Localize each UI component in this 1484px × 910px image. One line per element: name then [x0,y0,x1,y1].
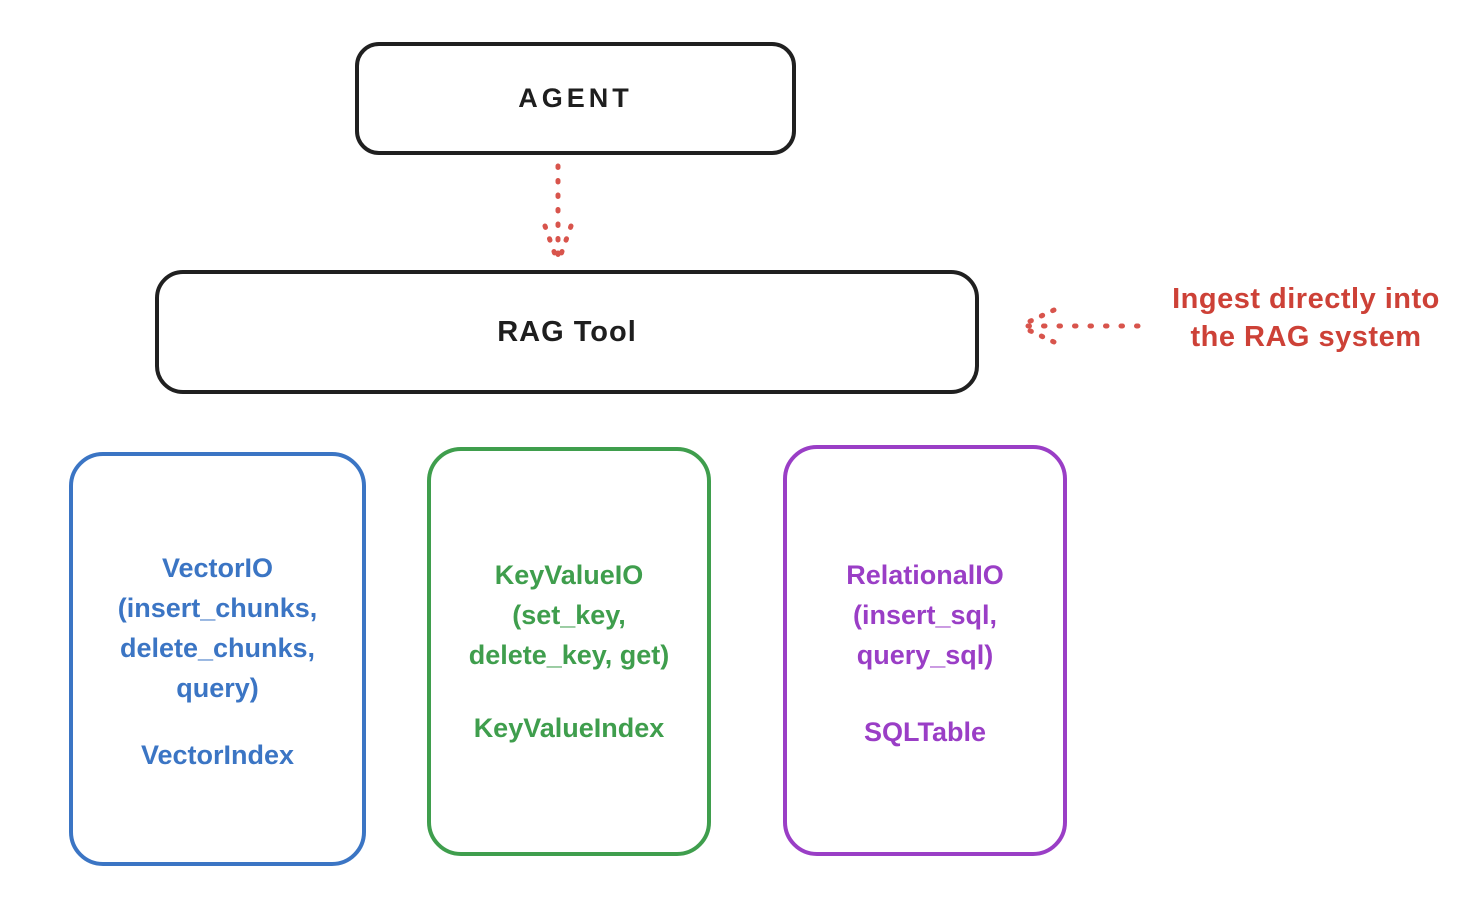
ingest-annotation: Ingest directly into the RAG system [1138,280,1474,356]
vector-io-label: VectorIO (insert_chunks, delete_chunks, … [117,553,318,703]
arrow-agent-to-rag-icon [542,163,574,263]
sql-table-label: SQLTable [863,717,986,747]
ingest-annotation-line2: the RAG system [1190,321,1422,353]
vector-index-label: VectorIndex [140,740,295,770]
ingest-annotation-line1: Ingest directly into [1172,283,1440,315]
agent-node: AGENT [355,42,796,155]
keyvalue-io-node: KeyValueIO (set_key, delete_key, get) Ke… [427,447,711,856]
rag-tool-node-label: RAG Tool [497,315,637,348]
relational-io-label: RelationalIO (insert_sql, query_sql) [846,560,1004,670]
keyvalue-io-label: KeyValueIO (set_key, delete_key, get) [468,560,670,670]
rag-tool-node: RAG Tool [155,270,979,394]
vector-io-node: VectorIO (insert_chunks, delete_chunks, … [69,452,366,866]
relational-io-node: RelationalIO (insert_sql, query_sql) SQL… [783,445,1067,856]
arrow-ingest-icon [1019,307,1141,345]
agent-node-label: AGENT [518,83,633,113]
keyvalue-index-label: KeyValueIndex [473,713,665,743]
